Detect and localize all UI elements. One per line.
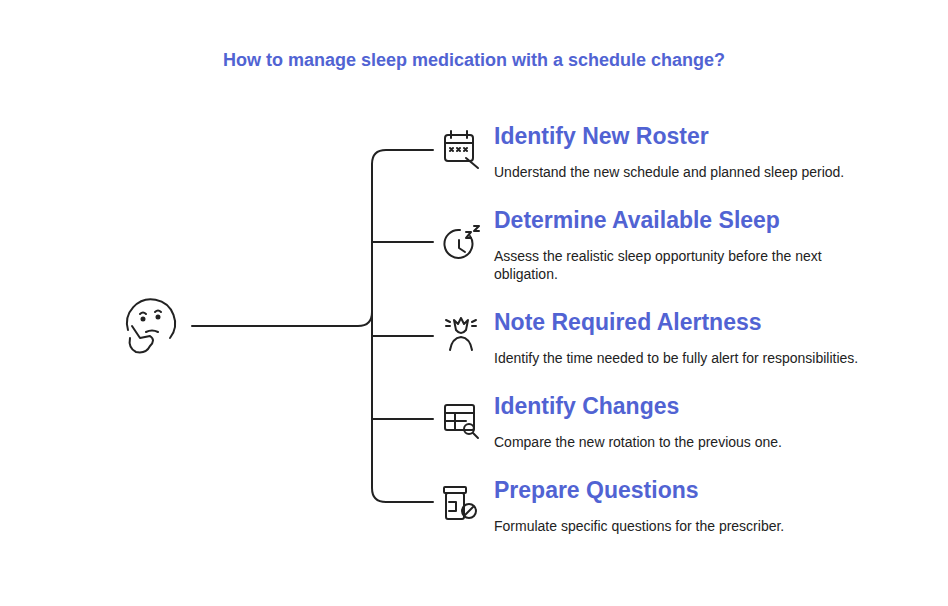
- step-description: Formulate specific questions for the pre…: [494, 517, 884, 535]
- step-description: Compare the new rotation to the previous…: [494, 433, 884, 451]
- step-item: Identify New RosterUnderstand the new sc…: [494, 122, 884, 181]
- table-search-icon: [445, 405, 478, 438]
- step-heading: Identify New Roster: [494, 122, 884, 150]
- bracket-branch: [372, 335, 433, 337]
- step-heading: Note Required Alertness: [494, 308, 884, 336]
- step-item: Prepare QuestionsFormulate specific ques…: [494, 476, 884, 535]
- alertness-icon: [446, 318, 476, 350]
- step-heading: Determine Available Sleep: [494, 206, 884, 234]
- step-description: Identify the time needed to be fully ale…: [494, 349, 884, 367]
- step-item: Identify ChangesCompare the new rotation…: [494, 392, 884, 451]
- step-heading: Prepare Questions: [494, 476, 884, 504]
- sleep-icon: [444, 226, 479, 258]
- calendar-icon: [445, 131, 478, 168]
- bracket-line: [372, 312, 433, 502]
- step-item: Note Required AlertnessIdentify the time…: [494, 308, 884, 367]
- step-item: Determine Available SleepAssess the real…: [494, 206, 884, 283]
- bracket-branch: [372, 418, 433, 420]
- thinking-face-icon: [127, 299, 175, 352]
- step-heading: Identify Changes: [494, 392, 884, 420]
- step-description: Understand the new schedule and planned …: [494, 163, 884, 181]
- bracket-branch: [372, 241, 433, 243]
- medication-icon: [444, 487, 476, 519]
- step-description: Assess the realistic sleep opportunity b…: [494, 247, 884, 283]
- bracket-line: [192, 150, 433, 326]
- diagram-title: How to manage sleep medication with a sc…: [0, 48, 948, 72]
